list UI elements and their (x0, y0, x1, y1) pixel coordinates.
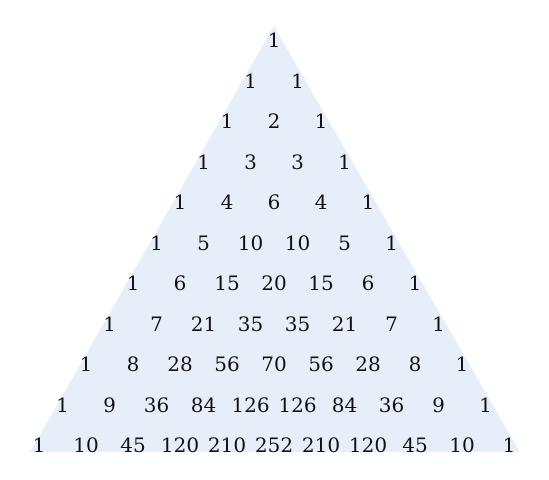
cell-r4-c0: 1 (173, 190, 187, 214)
cell-r1-c0: 1 (244, 68, 257, 93)
cell-r8-c1: 8 (126, 352, 140, 376)
cell-r10-c0: 1 (32, 433, 46, 457)
cell-r2-c2: 1 (314, 109, 328, 133)
cell-r9-c9: 1 (479, 392, 492, 417)
cell-r7-c3: 35 (237, 311, 264, 336)
cell-r9-c8: 9 (432, 392, 445, 417)
cell-r9-c1: 9 (103, 392, 116, 417)
cell-r4-c1: 4 (220, 190, 234, 214)
cell-r5-c2: 10 (237, 230, 264, 255)
cell-r6-c3: 20 (261, 271, 287, 295)
cell-r8-c5: 56 (308, 352, 334, 376)
cell-r7-c7: 1 (432, 311, 445, 336)
cell-r7-c0: 1 (103, 311, 116, 336)
cell-r8-c3: 56 (214, 352, 240, 376)
cell-r10-c3: 120 (160, 433, 200, 457)
cell-r9-c4: 126 (231, 392, 270, 417)
cell-r4-c3: 4 (314, 190, 328, 214)
cell-r10-c5: 252 (254, 433, 294, 457)
cell-r10-c6: 210 (301, 433, 341, 457)
cell-r8-c6: 28 (355, 352, 381, 376)
cell-r3-c2: 3 (291, 149, 304, 174)
cell-r5-c3: 10 (284, 230, 311, 255)
cell-r5-c0: 1 (150, 230, 163, 255)
cell-r10-c1: 10 (73, 433, 99, 457)
cell-r10-c2: 45 (120, 433, 146, 457)
cell-r4-c2: 6 (267, 190, 281, 214)
cell-r6-c6: 1 (408, 271, 422, 295)
cell-r5-c4: 5 (338, 230, 351, 255)
cell-r10-c4: 210 (207, 433, 247, 457)
cell-r7-c1: 7 (150, 311, 163, 336)
cell-r5-c1: 5 (197, 230, 210, 255)
cell-r7-c6: 7 (385, 311, 398, 336)
cell-r5-c5: 1 (385, 230, 398, 255)
cell-r7-c5: 21 (331, 311, 358, 336)
cell-r10-c7: 120 (348, 433, 388, 457)
cell-r2-c1: 2 (267, 109, 281, 133)
cell-r6-c5: 6 (361, 271, 375, 295)
cell-r10-c8: 45 (402, 433, 428, 457)
cell-r7-c4: 35 (284, 311, 311, 336)
cell-r8-c4: 70 (261, 352, 287, 376)
cell-r8-c0: 1 (79, 352, 93, 376)
cell-r6-c1: 6 (173, 271, 187, 295)
cell-r9-c6: 84 (331, 392, 358, 417)
cell-r9-c5: 126 (278, 392, 317, 417)
cell-r1-c1: 1 (291, 68, 304, 93)
cell-r9-c2: 36 (143, 392, 170, 417)
cell-r9-c7: 36 (378, 392, 405, 417)
cell-r6-c2: 15 (214, 271, 240, 295)
cell-r0-c0: 1 (267, 28, 281, 52)
cell-r3-c0: 1 (197, 149, 210, 174)
cell-r9-c3: 84 (190, 392, 217, 417)
cell-r3-c3: 1 (338, 149, 351, 174)
cell-r10-c10: 1 (502, 433, 516, 457)
cell-r8-c2: 28 (167, 352, 193, 376)
cell-r2-c0: 1 (220, 109, 234, 133)
cell-r7-c2: 21 (190, 311, 217, 336)
cell-r6-c4: 15 (308, 271, 334, 295)
triangle-shape (30, 26, 520, 452)
cell-r6-c0: 1 (126, 271, 140, 295)
cell-r9-c0: 1 (56, 392, 69, 417)
cell-r3-c1: 3 (244, 149, 257, 174)
cell-r4-c4: 1 (361, 190, 375, 214)
cell-r10-c9: 10 (449, 433, 475, 457)
cell-r8-c8: 1 (455, 352, 469, 376)
cell-r8-c7: 8 (408, 352, 422, 376)
